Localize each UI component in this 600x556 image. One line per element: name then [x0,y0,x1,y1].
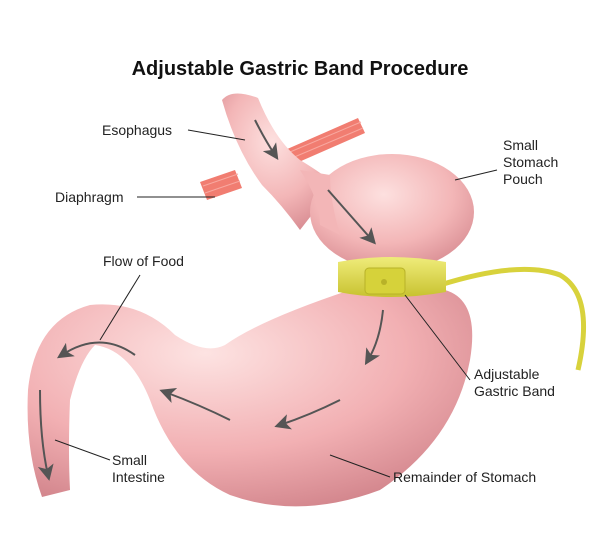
pouch-line-2: Stomach [503,154,559,170]
label-adjustable-gastric-band: Adjustable Gastric Band [474,366,555,400]
intestine-line-1: Small [112,452,148,468]
band-line-2: Gastric Band [474,383,555,399]
pouch-line-1: Small [503,137,539,153]
flow-arrows [37,119,384,481]
leader-lines [54,129,498,478]
label-diaphragm: Diaphragm [55,189,124,205]
adjustable-gastric-band [338,257,446,297]
diagram-title: Adjustable Gastric Band Procedure [131,58,469,80]
label-flow-of-food: Flow of Food [103,253,184,269]
label-small-intestine: Small Intestine [112,452,165,486]
stomach-remainder [27,287,473,507]
intestine-line-2: Intestine [112,469,165,485]
band-line-1: Adjustable [474,366,540,382]
esophagus [222,93,335,230]
stomach-pouch [310,154,474,270]
label-esophagus: Esophagus [102,122,173,138]
pouch-line-3: Pouch [503,171,543,187]
label-small-stomach-pouch: Small Stomach Pouch [503,137,558,188]
band-tube [439,266,586,371]
label-remainder-of-stomach: Remainder of Stomach [393,469,537,485]
diaphragm [200,118,365,200]
